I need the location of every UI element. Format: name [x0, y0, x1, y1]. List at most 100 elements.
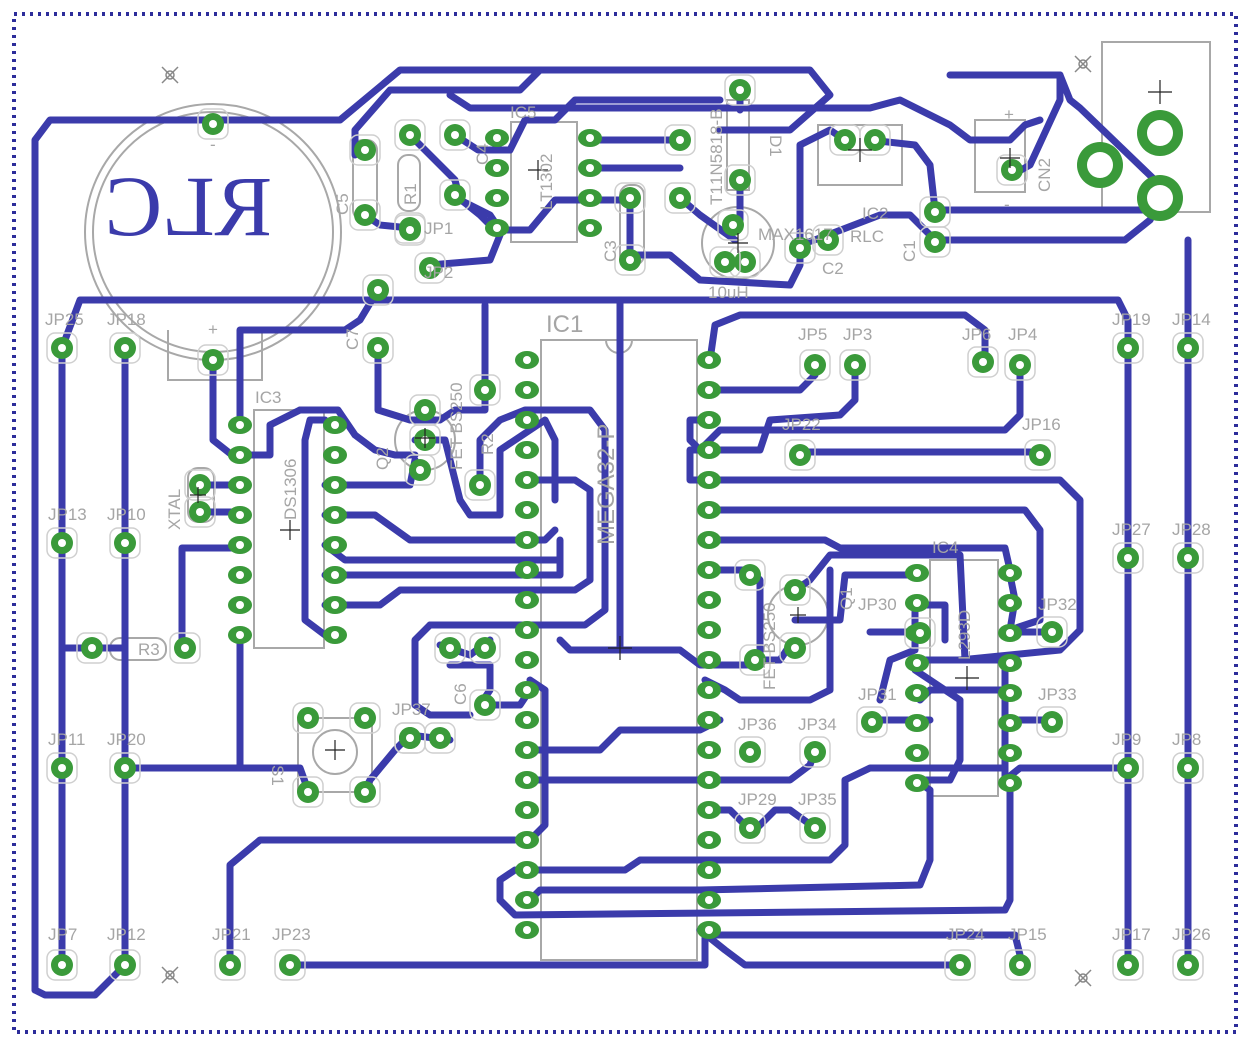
component-pad	[829, 124, 861, 156]
r3-label: R3	[138, 640, 160, 659]
jp32-pad	[1036, 616, 1068, 648]
component-pad	[664, 182, 696, 214]
jp11-label: JP11	[48, 730, 86, 749]
jp14-label: JP14	[1172, 310, 1211, 329]
component-pad	[184, 496, 216, 528]
ic1-pin-left	[515, 831, 539, 849]
ic1-pin-right	[697, 861, 721, 879]
jp35-label: JP35	[798, 790, 837, 809]
jp36-pad	[734, 736, 766, 768]
ic2-label: IC2	[862, 204, 888, 223]
c5-label: C5	[333, 193, 352, 215]
component-labels: IC1 MEGA32-P IC3 DS1306 IC4 L293D IC5 LT…	[138, 103, 1054, 786]
c2-label: C2	[822, 259, 844, 278]
cn2-plus: +	[1004, 105, 1014, 124]
ic3-pin-right	[323, 626, 347, 644]
ic1-pin-right	[697, 801, 721, 819]
jp17-pad	[1112, 949, 1144, 981]
component-pad	[614, 244, 646, 276]
ic1-pin-left	[515, 651, 539, 669]
component-pad	[734, 559, 766, 591]
board-outline	[12, 12, 1238, 1034]
jp27-pad	[1112, 542, 1144, 574]
jp22-pad	[784, 439, 816, 471]
ic3-pin-right	[323, 476, 347, 494]
jp21-label: JP21	[212, 925, 251, 944]
ic5-pin-left	[485, 189, 509, 207]
component-pad	[197, 344, 229, 376]
board-mirror-label: RLC	[105, 158, 272, 254]
ic3-pin-right	[323, 596, 347, 614]
jp11-pad	[46, 752, 78, 784]
component-pad	[404, 454, 436, 486]
component-pad	[469, 689, 501, 721]
ic5-pin-left	[485, 129, 509, 147]
jp18-pad	[109, 332, 141, 364]
ic3-pin-left	[228, 446, 252, 464]
ic1-pin-left	[515, 381, 539, 399]
component-pad	[349, 776, 381, 808]
component-pad	[859, 124, 891, 156]
component-pad	[919, 196, 951, 228]
battery-minus: -	[210, 135, 216, 154]
component-pad	[469, 632, 501, 664]
ic5-pin-right	[578, 159, 602, 177]
ic1-pin-left	[515, 561, 539, 579]
component-pad	[779, 574, 811, 606]
ic3-pin-left	[228, 536, 252, 554]
ic1-pin-left	[515, 621, 539, 639]
jp37-label: JP37	[392, 700, 431, 719]
ic4-pin-right	[998, 564, 1022, 582]
ic1-pin-right	[697, 831, 721, 849]
jp4-label: JP4	[1008, 325, 1037, 344]
jp15-label: JP15	[1008, 925, 1047, 944]
ic3-pin-left	[228, 416, 252, 434]
ic4-label: IC4	[932, 538, 958, 557]
ic1-pin-left	[515, 501, 539, 519]
ic4-pin-left	[905, 654, 929, 672]
jp13-pad	[46, 527, 78, 559]
component-pad	[349, 702, 381, 734]
ic3-label: IC3	[255, 388, 281, 407]
ic3-pin-right	[323, 536, 347, 554]
ic4-pin-left	[905, 714, 929, 732]
ic4-pin-right	[998, 684, 1022, 702]
ic1-pin-left	[515, 891, 539, 909]
jp6-pad	[967, 346, 999, 378]
q2-label: Q2	[373, 447, 392, 470]
jp15-pad	[1004, 949, 1036, 981]
jp26-pad	[1172, 949, 1204, 981]
c7-label: C7	[343, 328, 362, 350]
c3-label: C3	[601, 240, 620, 262]
c1-label: C1	[900, 240, 919, 262]
component-pad	[197, 108, 229, 140]
component-pad	[439, 179, 471, 211]
jp2-label: JP2	[424, 263, 453, 282]
jp1-pad	[394, 214, 426, 246]
jp5-pad	[799, 349, 831, 381]
jp25-label: JP25	[45, 310, 84, 329]
ic5-label: IC5	[510, 103, 536, 122]
ic3-pin-left	[228, 596, 252, 614]
ic1-pin-right	[697, 351, 721, 369]
ic1-pin-right	[697, 471, 721, 489]
ic1-pin-right	[697, 561, 721, 579]
ic1-label: IC1	[546, 311, 583, 338]
ic1-pin-left	[515, 351, 539, 369]
jp19-pad	[1112, 332, 1144, 364]
jp12-label: JP12	[107, 925, 146, 944]
ic3-pin-left	[228, 626, 252, 644]
ic2-part: MAX1617	[758, 225, 833, 244]
c4-label: C4	[473, 143, 492, 165]
component-pad	[724, 164, 756, 196]
crosshair-marks	[190, 80, 1172, 760]
ic1-pin-right	[697, 771, 721, 789]
component-pad	[779, 632, 811, 664]
ic1-pin-right	[697, 381, 721, 399]
ic1-pin-right	[697, 891, 721, 909]
ic4-pin-left	[905, 594, 929, 612]
jp29-pad	[734, 812, 766, 844]
component-pad	[469, 374, 501, 406]
component-pad	[614, 182, 646, 214]
jp34-label: JP34	[798, 715, 837, 734]
